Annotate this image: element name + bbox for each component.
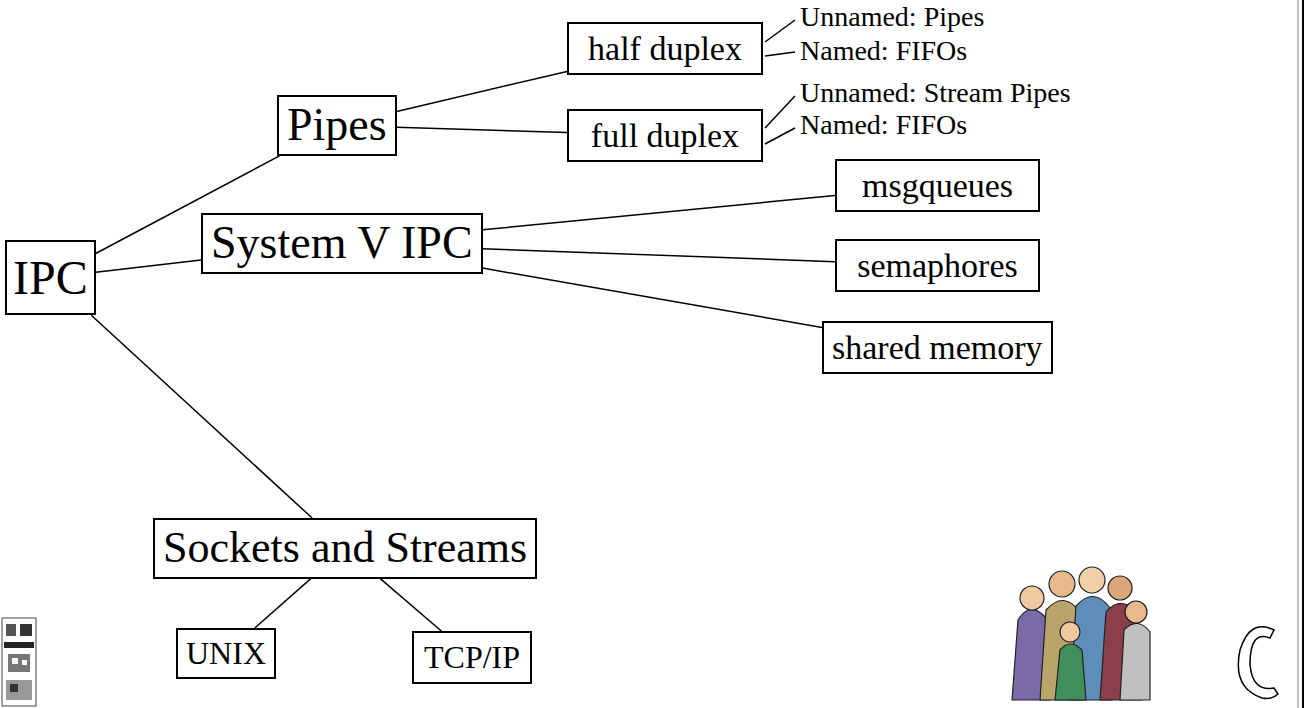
university-logo xyxy=(2,618,36,706)
tree-connector xyxy=(483,249,835,262)
tree-connector xyxy=(380,579,441,631)
leader-label: Unnamed: Stream Pipes xyxy=(800,78,1071,109)
process-box: TCP/IP xyxy=(412,631,532,684)
box-label: Sockets and Streams xyxy=(163,523,527,572)
process-box: Sockets and Streams xyxy=(153,518,537,579)
people-clipart xyxy=(1012,567,1150,700)
process-box: semaphores xyxy=(835,239,1040,292)
tree-connector xyxy=(96,260,201,272)
box-label: Pipes xyxy=(287,99,387,150)
process-box: Pipes xyxy=(277,95,397,156)
process-box: msgqueues xyxy=(835,159,1040,212)
decorative-letter xyxy=(1238,627,1278,699)
box-label: semaphores xyxy=(857,247,1018,284)
leader-label: Named: FIFOs xyxy=(800,110,967,141)
tree-connector xyxy=(483,196,835,230)
leader-lines xyxy=(765,20,795,144)
tree-connector xyxy=(255,579,311,628)
process-box: IPC xyxy=(5,240,96,315)
box-label: TCP/IP xyxy=(424,639,520,675)
frame-line xyxy=(1302,0,1304,708)
tree-connector xyxy=(483,268,822,327)
box-label: UNIX xyxy=(186,635,266,671)
leader-label: Unnamed: Pipes xyxy=(800,2,984,33)
box-label: half duplex xyxy=(588,30,742,67)
box-label: shared memory xyxy=(832,329,1043,366)
box-label: IPC xyxy=(13,251,88,304)
process-box: shared memory xyxy=(822,321,1053,374)
process-box: System V IPC xyxy=(201,213,483,274)
tree-connector xyxy=(397,127,567,132)
frame-line xyxy=(1298,0,1299,708)
box-label: msgqueues xyxy=(862,167,1013,204)
process-box: full duplex xyxy=(567,109,763,162)
tree-connector xyxy=(397,72,567,112)
tree-connector xyxy=(91,315,312,518)
leader-label: Named: FIFOs xyxy=(800,36,967,67)
box-label: System V IPC xyxy=(211,217,473,268)
process-box: UNIX xyxy=(176,628,276,679)
box-label: full duplex xyxy=(591,117,739,154)
process-box: half duplex xyxy=(567,22,763,75)
